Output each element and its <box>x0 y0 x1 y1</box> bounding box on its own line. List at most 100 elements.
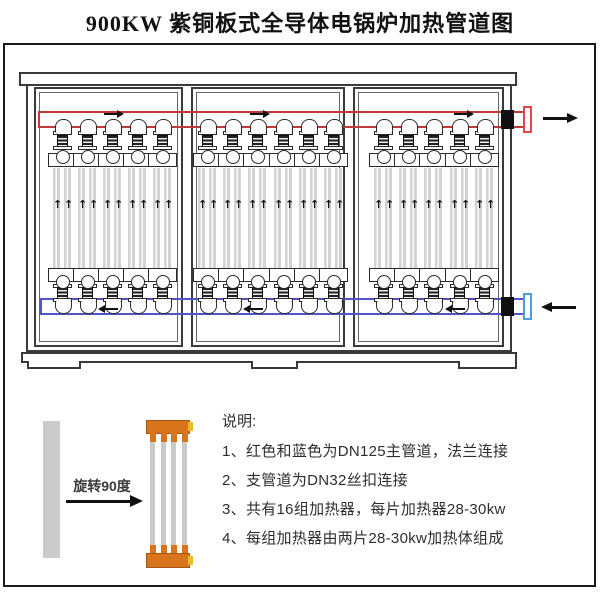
up-flow-arrow-icon: ↑ <box>385 198 395 211</box>
heater-plate <box>64 168 71 268</box>
branch-joint-ball <box>326 275 341 289</box>
branch-joint-dome <box>425 301 443 314</box>
inlet-arrow-icon <box>541 302 576 312</box>
union-nut <box>323 146 343 150</box>
up-flow-arrow-icon: ↑ <box>234 198 244 211</box>
heater-plate <box>114 168 121 268</box>
branch-joint-ball <box>401 275 416 289</box>
heater-stub <box>171 433 177 442</box>
heater-tube <box>171 442 176 545</box>
rotate-arrow-icon <box>66 495 143 506</box>
union-nut <box>127 146 147 150</box>
up-flow-arrow-icon: ↑ <box>399 198 409 211</box>
branch-joint-dome <box>79 301 97 314</box>
heater-plate <box>164 168 171 268</box>
branch-joint-dome <box>79 119 97 133</box>
heater-plate <box>234 168 241 268</box>
union-nut <box>474 146 494 150</box>
diagram-title: 900KW 紫铜板式全导体电锅炉加热管道图 <box>85 11 515 36</box>
branch-joint-ball <box>276 275 291 289</box>
note-item: 1、红色和蓝色为DN125主管道，法兰连接 <box>222 443 509 460</box>
heater-plate <box>299 168 306 268</box>
branch-joint-ball <box>80 275 95 289</box>
heater-stub <box>161 433 167 442</box>
heater-plate <box>103 168 110 268</box>
branch-joint-dome <box>451 301 469 314</box>
up-flow-arrow-icon: ↑ <box>461 198 471 211</box>
up-flow-arrow-icon: ↑ <box>248 198 258 211</box>
branch-joint-dome <box>400 119 418 133</box>
heater-header-bottom <box>146 553 190 568</box>
supply-outlet-flange <box>523 106 532 133</box>
branch-joint-ball <box>225 275 240 289</box>
branch-joint-ball <box>80 150 95 164</box>
heater-tube <box>150 442 155 545</box>
up-flow-arrow-icon: ↑ <box>259 198 269 211</box>
up-flow-arrow-icon: ↑ <box>164 198 174 211</box>
branch-joint-ball <box>200 275 215 289</box>
up-flow-arrow-icon: ↑ <box>209 198 219 211</box>
boiler-cabinet-lid <box>19 72 517 86</box>
cabinet-foot <box>458 361 517 369</box>
heater-plate-side-view <box>43 421 60 558</box>
branch-joint-dome <box>104 301 122 314</box>
branch-joint-dome <box>129 301 147 314</box>
branch-joint-dome <box>425 119 443 133</box>
up-flow-arrow-icon: ↑ <box>324 198 334 211</box>
notes-title: 说明: <box>222 413 257 430</box>
heater-stub <box>150 545 156 554</box>
heater-plate <box>475 168 482 268</box>
branch-joint-dome <box>476 301 494 314</box>
branch-joint-ball <box>250 275 265 289</box>
heater-plate <box>274 168 281 268</box>
cabinet-foot <box>27 361 81 369</box>
up-flow-arrow-icon: ↑ <box>374 198 384 211</box>
up-flow-arrow-icon: ↑ <box>285 198 295 211</box>
branch-joint-ball <box>301 150 316 164</box>
branch-joint-ball <box>477 150 492 164</box>
heater-header-top <box>146 420 190 434</box>
branch-joint-dome <box>54 301 72 314</box>
up-flow-arrow-icon: ↑ <box>410 198 420 211</box>
branch-joint-ball <box>276 150 291 164</box>
heater-plate <box>461 168 468 268</box>
up-flow-arrow-icon: ↑ <box>475 198 485 211</box>
heater-stub <box>150 433 156 442</box>
heater-tube <box>182 442 187 545</box>
heater-plate <box>486 168 493 268</box>
heater-terminal-cap <box>188 556 193 565</box>
union-nut <box>197 146 217 150</box>
heater-plate <box>209 168 216 268</box>
up-flow-arrow-icon: ↑ <box>223 198 233 211</box>
note-item: 4、每组加热器由两片28-30kw加热体组成 <box>222 530 504 547</box>
heater-plate <box>89 168 96 268</box>
branch-joint-ball <box>326 150 341 164</box>
branch-joint-dome <box>275 119 293 133</box>
up-flow-arrow-icon: ↑ <box>153 198 163 211</box>
branch-joint-ball <box>376 275 391 289</box>
panel-inner-frame <box>358 92 499 342</box>
union-nut <box>298 146 318 150</box>
heater-assembly-front-view <box>146 420 194 568</box>
up-flow-arrow-icon: ↑ <box>299 198 309 211</box>
up-flow-arrow-icon: ↑ <box>78 198 88 211</box>
outlet-arrow-icon <box>543 113 578 123</box>
branch-joint-dome <box>54 119 72 133</box>
up-flow-arrow-icon: ↑ <box>114 198 124 211</box>
heater-plate <box>324 168 331 268</box>
union-nut <box>77 146 97 150</box>
note-item: 2、支管道为DN32丝扣连接 <box>222 472 408 489</box>
up-flow-arrow-icon: ↑ <box>128 198 138 211</box>
union-nut <box>373 146 393 150</box>
heater-plate <box>153 168 160 268</box>
up-flow-arrow-icon: ↑ <box>486 198 496 211</box>
up-flow-arrow-icon: ↑ <box>103 198 113 211</box>
up-flow-arrow-icon: ↑ <box>198 198 208 211</box>
heater-plate <box>385 168 392 268</box>
heater-plate <box>424 168 431 268</box>
branch-joint-ball <box>55 275 70 289</box>
return-flow-arrow-icon <box>445 305 465 313</box>
wall-bushing-return <box>501 297 514 316</box>
branch-joint-ball <box>376 150 391 164</box>
heater-plate <box>399 168 406 268</box>
